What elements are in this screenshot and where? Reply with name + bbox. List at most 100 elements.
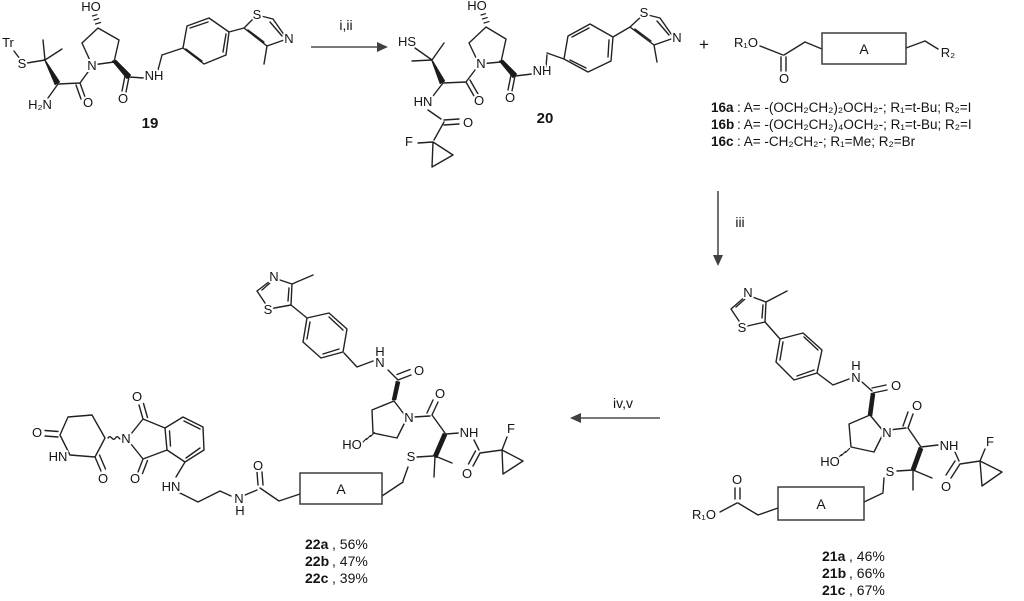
compound-21-yield-list: 21a , 46% 21b , 66% 21c , 67% bbox=[820, 546, 887, 600]
atom-O: O bbox=[83, 95, 93, 110]
atom-N-thiazole: N bbox=[672, 30, 681, 45]
yield-21c-id: 21c bbox=[822, 582, 846, 598]
arrowhead-right-icon bbox=[377, 42, 388, 52]
atom-H: H bbox=[851, 358, 860, 373]
variant-16c-id: 16c bbox=[711, 134, 734, 149]
atom-N: N bbox=[121, 431, 130, 446]
compound-21-structure: N S H N O O N HO NH F O S O R₁O A 21a , … bbox=[690, 283, 1003, 600]
linker-A-label: A bbox=[816, 496, 826, 512]
variant-16a-id: 16a bbox=[711, 100, 734, 115]
atom-HO: HO bbox=[342, 437, 362, 452]
atom-F: F bbox=[986, 434, 994, 449]
compound-20-structure: HS HO HN O F O N O NH S N 20 bbox=[396, 0, 684, 168]
yield-22a-value: , 56% bbox=[332, 536, 368, 552]
yield-21a-id: 21a bbox=[822, 548, 846, 564]
atom-N: N bbox=[234, 491, 243, 506]
yield-21b-id: 21b bbox=[822, 565, 846, 581]
compound-21-wedge-1 bbox=[867, 392, 876, 417]
atom-S: S bbox=[886, 464, 895, 479]
atom-HN: HN bbox=[162, 479, 181, 494]
compound-20-label: 20 bbox=[537, 110, 554, 127]
atom-S: S bbox=[407, 449, 416, 464]
atom-R1O: R₁O bbox=[734, 35, 758, 50]
atom-H: H bbox=[235, 503, 244, 518]
variant-16b-id: 16b bbox=[711, 117, 734, 132]
atom-F: F bbox=[507, 421, 515, 436]
compound-19-structure: Tr S HO H₂N N O O NH S N 19 bbox=[0, 0, 296, 134]
atom-O: O bbox=[505, 90, 515, 105]
atom-O: O bbox=[912, 398, 922, 413]
compound-19-label: 19 bbox=[142, 115, 159, 132]
compound-21-wedge-2 bbox=[910, 446, 924, 472]
compound-16-structure: + R₁O O A R₂ 16a : A= -(OCH₂CH₂)₂OCH₂-; … bbox=[697, 32, 974, 151]
compound-22-hash-bond bbox=[361, 431, 376, 444]
atom-S-thiazole: S bbox=[640, 5, 649, 20]
atom-H: H bbox=[375, 344, 384, 359]
reaction-arrow-step3: iv,v bbox=[570, 393, 660, 423]
yield-22b-value: , 47% bbox=[332, 553, 368, 569]
compound-19-wedge-2 bbox=[111, 59, 132, 80]
linker-A-box bbox=[777, 486, 865, 521]
yield-22b-id: 22b bbox=[305, 553, 329, 569]
compound-22-skeleton bbox=[44, 274, 524, 503]
variant-16c-desc: : A= -CH₂CH₂-; R₁=Me; R₂=Br bbox=[737, 134, 916, 149]
variant-16b-desc: : A= -(OCH₂CH₂)₄OCH₂-; R₁=t-Bu; R₂=I bbox=[737, 117, 972, 132]
atom-O: O bbox=[462, 466, 472, 481]
compound-20-skeleton bbox=[411, 13, 675, 168]
yield-22c-value: , 39% bbox=[332, 570, 368, 586]
atom-S: S bbox=[18, 56, 27, 71]
yield-22a-id: 22a bbox=[305, 536, 329, 552]
atom-O: O bbox=[414, 363, 424, 378]
compound-20-wedge-1 bbox=[430, 58, 446, 85]
linker-A-box bbox=[821, 32, 907, 65]
yield-21b-value: , 66% bbox=[849, 565, 885, 581]
compound-22-wedge-2 bbox=[391, 380, 401, 401]
atom-O: O bbox=[941, 479, 951, 494]
yield-22c-id: 22c bbox=[305, 570, 329, 586]
variant-16a-desc: : A= -(OCH₂CH₂)₂OCH₂-; R₁=t-Bu; R₂=I bbox=[737, 100, 971, 115]
compound-22-wedge-1 bbox=[432, 432, 448, 459]
arrowhead-down-icon bbox=[713, 255, 723, 266]
atom-NH: NH bbox=[940, 438, 959, 453]
atom-O: O bbox=[891, 378, 901, 393]
atom-O: O bbox=[130, 471, 140, 486]
atom-HN: HN bbox=[49, 449, 68, 464]
atom-S-thiazole: S bbox=[738, 320, 747, 335]
atom-O: O bbox=[253, 458, 263, 473]
reaction-arrow-step1: i,ii bbox=[311, 15, 388, 52]
plus-icon: + bbox=[699, 35, 709, 54]
atom-N-thiazole: N bbox=[743, 285, 752, 300]
reaction-arrow-step2: iii bbox=[713, 191, 747, 266]
atom-R2: R₂ bbox=[941, 45, 955, 60]
atom-N: N bbox=[851, 370, 860, 385]
compound-19-skeleton bbox=[13, 14, 288, 100]
atom-S-thiazole: S bbox=[253, 7, 262, 22]
atom-O: O bbox=[98, 471, 108, 486]
compound-19-hash-bond bbox=[91, 14, 102, 25]
atom-N: N bbox=[404, 410, 413, 425]
yield-21c-value: , 67% bbox=[849, 582, 885, 598]
compound-21-skeleton bbox=[719, 290, 1003, 516]
compound-22-structure: O HN O N O O HN N H O A S HO N O NH F O … bbox=[30, 267, 524, 588]
atom-H2N: H₂N bbox=[28, 97, 52, 112]
atom-R1O: R₁O bbox=[692, 507, 716, 522]
atom-HN: HN bbox=[414, 94, 433, 109]
atom-O: O bbox=[118, 91, 128, 106]
linker-A-box bbox=[299, 472, 383, 505]
arrowhead-left-icon bbox=[570, 413, 581, 423]
atom-HO: HO bbox=[467, 0, 487, 13]
yield-21a-value: , 46% bbox=[849, 548, 885, 564]
atom-O: O bbox=[732, 472, 742, 487]
atom-O: O bbox=[463, 115, 473, 130]
atom-trityl: Tr bbox=[2, 35, 14, 50]
atom-N: N bbox=[882, 425, 891, 440]
condition-step1: i,ii bbox=[339, 17, 352, 33]
atom-N-thiazole: N bbox=[284, 31, 293, 46]
compound-19-wedge-1 bbox=[43, 58, 61, 86]
condition-step2: iii bbox=[735, 214, 744, 230]
compound-16-variant-list: 16a : A= -(OCH₂CH₂)₂OCH₂-; R₁=t-Bu; R₂=I… bbox=[709, 98, 974, 151]
atom-O: O bbox=[779, 71, 789, 86]
atom-O: O bbox=[32, 425, 42, 440]
atom-HO: HO bbox=[81, 0, 101, 14]
